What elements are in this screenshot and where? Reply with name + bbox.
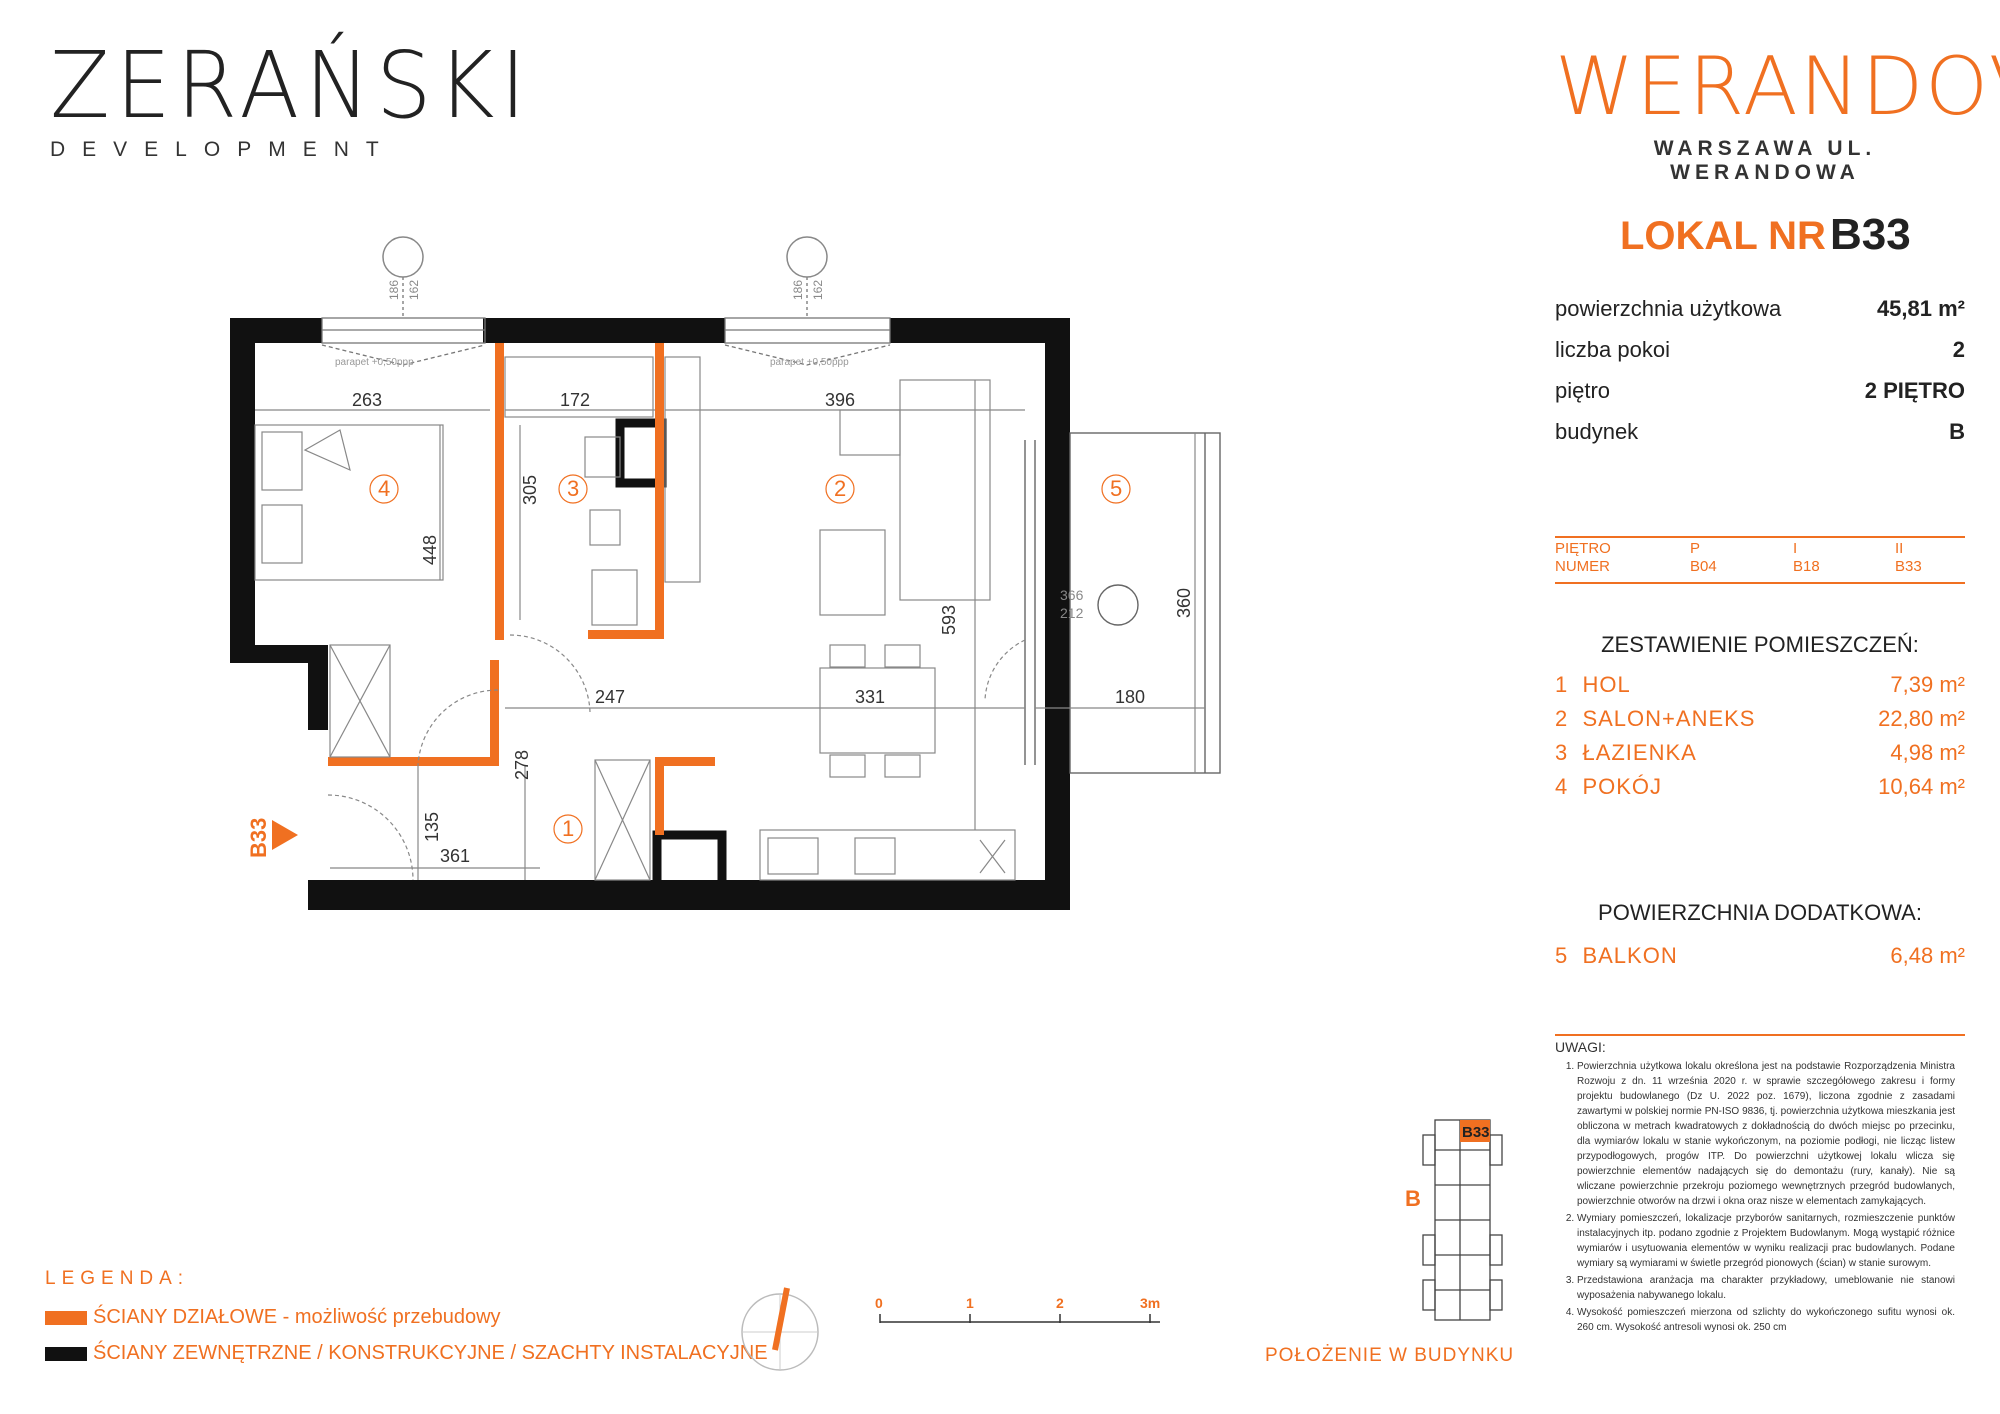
window-note: parapet +0,50ppp xyxy=(335,357,414,368)
black-swatch xyxy=(45,1347,87,1361)
notes-title: UWAGI: xyxy=(1555,1039,1606,1055)
dimension: 172 xyxy=(560,390,590,410)
note-item: Przedstawiona aranżacja ma charakter prz… xyxy=(1577,1273,1955,1303)
floor-table-cell: I xyxy=(1793,540,1798,557)
window-note: parapet +0,50ppp xyxy=(770,357,849,368)
room-label: 4 POKÓJ xyxy=(1555,774,1663,799)
floor-plan: parapet +0,50ppp parapet +0,50ppp 186 16… xyxy=(230,236,1221,910)
project-name: WERANDOVA xyxy=(1555,40,2000,133)
scale-tick: 1 xyxy=(966,1295,974,1311)
unit-number: B33 xyxy=(1830,210,1911,259)
info-row-rooms: liczba pokoi 2 xyxy=(1555,337,1965,377)
dimension: 593 xyxy=(939,605,959,635)
info-value: 2 PIĘTRO xyxy=(1864,378,1965,403)
extra-label: 5 BALKON xyxy=(1555,943,1678,968)
info-row-floor: piętro 2 PIĘTRO xyxy=(1555,378,1965,418)
room-row: 2 SALON+ANEKS 22,80 m² xyxy=(1555,706,1965,740)
scale-bar: 0 1 2 3m xyxy=(875,1295,1160,1323)
floor-table-row-label: NUMER xyxy=(1555,558,1610,575)
room-label: 3 ŁAZIENKA xyxy=(1555,740,1697,765)
note-item: Powierzchnia użytkowa lokalu określona j… xyxy=(1577,1059,1955,1209)
scale-tick: 2 xyxy=(1056,1295,1064,1311)
info-value: B xyxy=(1949,419,1965,444)
developer-logo: ZERAŃSKI DEVELOPMENT xyxy=(50,40,557,162)
dimension: 186 xyxy=(387,280,401,300)
room-area: 4,98 m² xyxy=(1890,740,1965,765)
dimension: 263 xyxy=(352,390,382,410)
unit-label: LOKAL NR xyxy=(1620,214,1826,258)
dimension: 212 xyxy=(1060,605,1084,621)
entrance-tag: B33 xyxy=(246,818,271,858)
extra-row: 5 BALKON 6,48 m² xyxy=(1555,943,1965,977)
dimension: 305 xyxy=(520,475,540,505)
notes: UWAGI: Powierzchnia użytkowa lokalu okre… xyxy=(1555,1040,1955,1337)
room-number: 1 xyxy=(562,816,574,841)
info-label: budynek xyxy=(1555,419,1639,444)
position-label: POŁOŻENIE W BUDYNKU xyxy=(1265,1345,1515,1366)
room-number: 5 xyxy=(1110,476,1122,501)
dimension: 135 xyxy=(422,812,442,842)
floor-table-cell: B33 xyxy=(1895,558,1922,575)
info-value: 45,81 m² xyxy=(1876,296,1965,321)
room-area: 22,80 m² xyxy=(1878,706,1965,731)
key-plan-unit: B33 xyxy=(1462,1124,1490,1141)
room-label: 1 HOL xyxy=(1555,672,1631,697)
divider xyxy=(1555,536,1965,538)
divider xyxy=(1555,582,1965,584)
legend-text: ŚCIANY DZIAŁOWE - możliwość przebudowy xyxy=(93,1306,501,1328)
dimension: 186 xyxy=(791,280,805,300)
key-plan: B33 B xyxy=(1405,1119,1503,1321)
info-row-building: budynek B xyxy=(1555,419,1965,459)
divider xyxy=(1555,1034,1965,1036)
compass-icon xyxy=(741,1287,819,1371)
extra-area: 6,48 m² xyxy=(1890,943,1965,968)
orange-swatch xyxy=(45,1311,87,1325)
dimension: 247 xyxy=(595,687,625,707)
info-row-area: powierzchnia użytkowa 45,81 m² xyxy=(1555,296,1965,336)
room-row: 1 HOL 7,39 m² xyxy=(1555,672,1965,706)
scale-tick: 3m xyxy=(1140,1295,1160,1311)
extra-title: POWIERZCHNIA DODATKOWA: xyxy=(1598,900,1922,925)
info-label: piętro xyxy=(1555,378,1611,403)
dimension: 162 xyxy=(811,280,825,300)
scale-tick: 0 xyxy=(875,1295,883,1311)
floor-table-cell: B18 xyxy=(1793,558,1820,575)
room-row: 3 ŁAZIENKA 4,98 m² xyxy=(1555,740,1965,774)
developer-name: ZERAŃSKI xyxy=(50,32,532,139)
dimension: 180 xyxy=(1115,687,1145,707)
floor-table-row-label: PIĘTRO xyxy=(1555,540,1611,557)
legend-text: ŚCIANY ZEWNĘTRZNE / KONSTRUKCYJNE / SZAC… xyxy=(93,1342,768,1364)
dimension: 162 xyxy=(407,280,421,300)
note-item: Wymiary pomieszczeń, lokalizacje przybor… xyxy=(1577,1211,1955,1271)
key-plan-building: B xyxy=(1405,1186,1421,1211)
dimension: 396 xyxy=(825,390,855,410)
project-location: WARSZAWA UL. WERANDOWA xyxy=(1653,137,1877,184)
room-number: 3 xyxy=(567,476,579,501)
info-label: liczba pokoi xyxy=(1555,337,1670,362)
project-logo: WERANDOVA WARSZAWA UL. WERANDOWA xyxy=(1555,40,2000,185)
dimension: 278 xyxy=(512,750,532,780)
rooms-title: ZESTAWIENIE POMIESZCZEŃ: xyxy=(1601,632,1919,657)
floor-table-cell: P xyxy=(1690,540,1701,557)
room-area: 7,39 m² xyxy=(1890,672,1965,697)
dimension: 366 xyxy=(1060,587,1084,603)
notes-list: Powierzchnia użytkowa lokalu określona j… xyxy=(1555,1059,1955,1335)
developer-tagline: DEVELOPMENT xyxy=(50,138,396,161)
room-area: 10,64 m² xyxy=(1878,774,1965,799)
note-item: Wysokość pomieszczeń mierzona od szlicht… xyxy=(1577,1305,1955,1335)
legend-title: LEGENDA: xyxy=(45,1268,190,1289)
dimension: 331 xyxy=(855,687,885,707)
dimension: 361 xyxy=(440,846,470,866)
dimension: 448 xyxy=(420,535,440,565)
room-number: 2 xyxy=(834,476,846,501)
floor-table-cell: II xyxy=(1895,540,1904,557)
floor-table-cell: B04 xyxy=(1690,558,1717,575)
room-row: 4 POKÓJ 10,64 m² xyxy=(1555,774,1965,808)
room-label: 2 SALON+ANEKS xyxy=(1555,706,1756,731)
dimension: 360 xyxy=(1174,588,1194,618)
room-number: 4 xyxy=(378,476,390,501)
info-value: 2 xyxy=(1952,337,1965,362)
info-label: powierzchnia użytkowa xyxy=(1555,296,1782,321)
